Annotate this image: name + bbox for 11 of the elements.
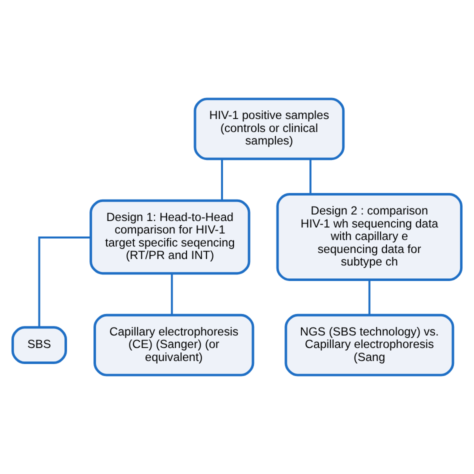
connector [221,159,223,201]
node-box: Design 2 : comparison HIV-1 wh sequencing data with capillary e sequencing data for subtype ch [276,193,463,281]
connector [309,159,312,194]
node-box: SBS [11,326,67,364]
node-box: Capillary electrophoresis (CE) (Sanger) (or equivalent) [94,314,254,376]
node-box: NGS (SBS technology) vs. Capillary electrophoresis (Sang [284,314,454,376]
connector [38,236,90,328]
connector [368,280,370,315]
node-box: HIV-1 positive samples (controls or clinical samples) [194,98,345,160]
node-box: Design 1: Head-to-Head comparison for HIV-1 target specific seqencing (RT/PR and INT) [90,199,250,275]
connector [170,274,173,315]
